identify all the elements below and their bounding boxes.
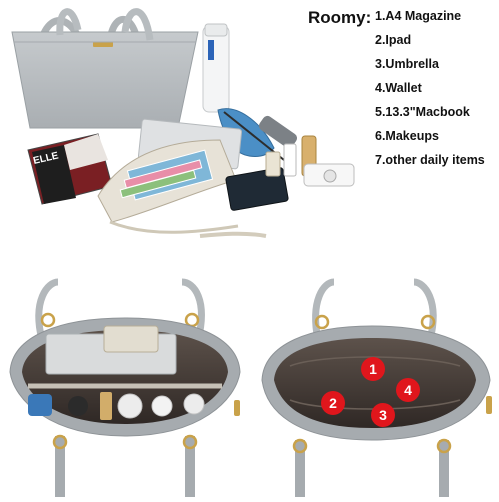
svg-text:4: 4	[404, 382, 412, 398]
water-bottle	[202, 23, 230, 113]
bag-handle-right-front	[121, 8, 154, 41]
marker-1: 1	[361, 357, 385, 381]
marker-3: 3	[371, 403, 395, 427]
feature-item: 1.A4 Magazine	[375, 9, 462, 23]
bag-interior-items	[9, 278, 241, 497]
svg-text:2: 2	[329, 395, 337, 411]
a4-magazine: ELLE	[27, 133, 113, 205]
feature-item: 5.13.3"Macbook	[375, 105, 470, 119]
feature-item: 3.Umbrella	[375, 57, 439, 71]
gold-logo-plate	[93, 42, 113, 47]
wrist-strap	[199, 231, 267, 238]
roomy-label: Roomy:	[308, 8, 372, 27]
tote-bag-top	[11, 8, 199, 129]
feature-item: 4.Wallet	[375, 81, 422, 95]
zipper-pull	[234, 400, 240, 416]
feature-item: 7.other daily items	[375, 153, 485, 167]
svg-text:3: 3	[379, 407, 387, 423]
bag-handle-left-front	[56, 8, 82, 36]
feature-list: 1.A4 Magazine 2.Ipad 3.Umbrella 4.Wallet…	[375, 9, 485, 177]
feature-item: 2.Ipad	[375, 33, 412, 47]
feature-item: 6.Makeups	[375, 129, 439, 143]
bag-interior-compartments	[261, 278, 492, 497]
marker-2: 2	[321, 391, 345, 415]
svg-text:1: 1	[369, 361, 377, 377]
marker-4: 4	[396, 378, 420, 402]
roomy-heading: Roomy:	[308, 8, 371, 28]
phone	[225, 167, 289, 211]
wallet	[97, 139, 267, 238]
makeups	[265, 135, 355, 187]
